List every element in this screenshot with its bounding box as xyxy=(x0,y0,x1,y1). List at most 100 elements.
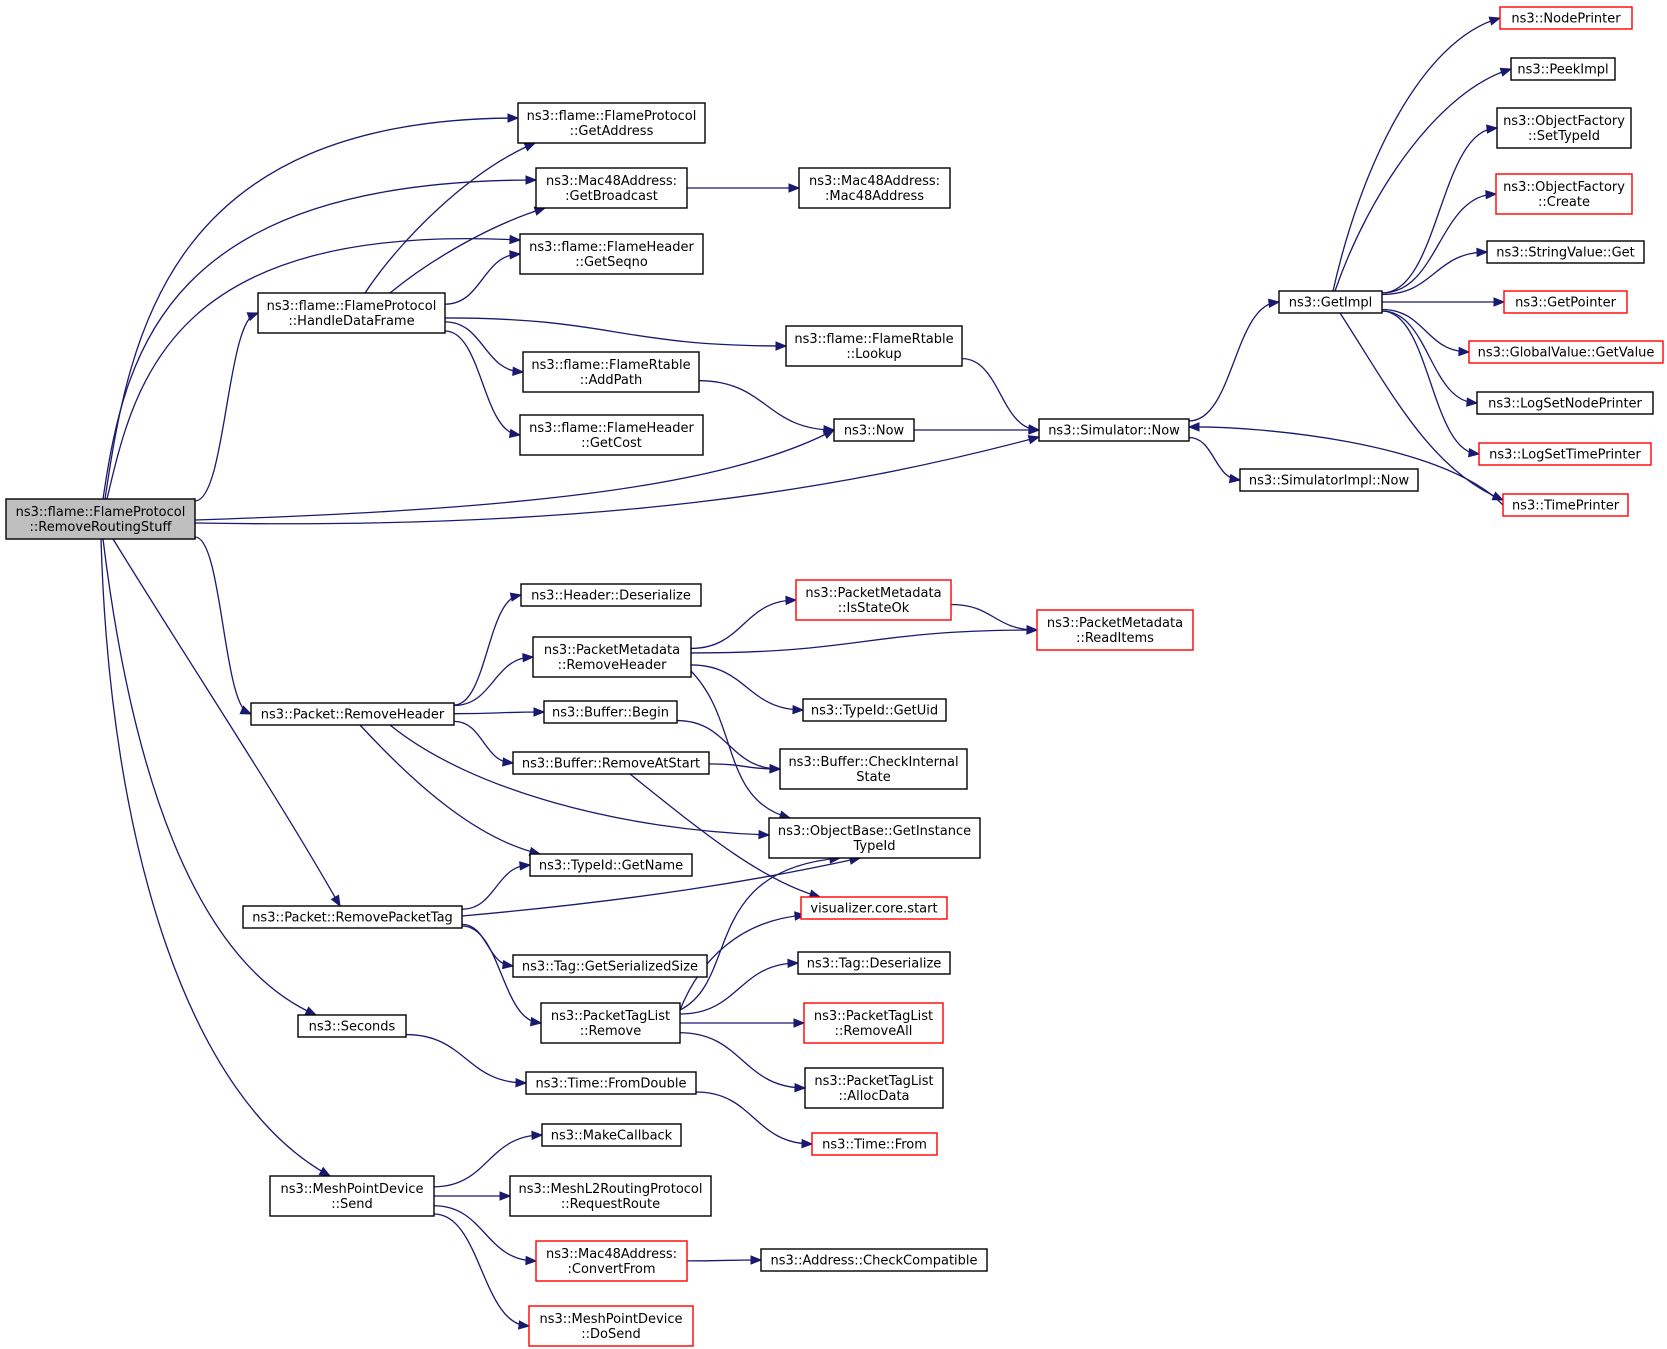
node-label-line: ns3::Buffer::CheckInternal xyxy=(788,755,958,770)
edge-line xyxy=(708,763,781,770)
edge-line xyxy=(1334,68,1512,292)
node-getpointer[interactable]: ns3::GetPointer xyxy=(1503,290,1628,314)
node-box xyxy=(541,1123,682,1147)
node-packetremoveheader[interactable]: ns3::Packet::RemoveHeader xyxy=(250,702,455,726)
node-label-line: ::Remove xyxy=(580,1024,642,1039)
edge-line xyxy=(194,429,835,521)
node-getserializedsize[interactable]: ns3::Tag::GetSerializedSize xyxy=(512,954,708,978)
node-mac48address[interactable]: ns3::Mac48Address::Mac48Address xyxy=(798,167,951,209)
node-label-line: ns3::MeshL2RoutingProtocol xyxy=(518,1182,702,1197)
node-readitems[interactable]: ns3::PacketMetadata::ReadItems xyxy=(1036,609,1194,651)
edge-lookup-to-simnow xyxy=(961,357,1041,434)
node-label-line: ns3::ObjectFactory xyxy=(1503,114,1625,129)
node-getseqno[interactable]: ns3::flame::FlameHeader::GetSeqno xyxy=(519,233,704,275)
node-timefrom[interactable]: ns3::Time::From xyxy=(811,1132,938,1156)
node-settypeid[interactable]: ns3::ObjectFactory::SetTypeId xyxy=(1496,107,1632,149)
edge-line xyxy=(1381,310,1478,404)
node-label-line: ns3::Packet::RemovePacketTag xyxy=(252,911,453,926)
edge-arrowhead xyxy=(1458,346,1471,357)
edge-line xyxy=(1332,17,1501,292)
node-pmremoveheader[interactable]: ns3::PacketMetadata::RemoveHeader xyxy=(532,636,692,678)
node-convertfrom[interactable]: ns3::Mac48Address::ConvertFrom xyxy=(535,1240,688,1282)
edge-arrowhead xyxy=(531,1130,544,1141)
node-box xyxy=(529,853,693,877)
node-timeprinter[interactable]: ns3::TimePrinter xyxy=(1502,493,1629,517)
node-simimplnow[interactable]: ns3::SimulatorImpl::Now xyxy=(1239,468,1419,492)
edge-arrowhead xyxy=(1267,298,1281,308)
node-logsetnodeprinter[interactable]: ns3::LogSetNodePrinter xyxy=(1476,391,1654,415)
node-label-line: ns3::TimePrinter xyxy=(1512,499,1620,514)
node-headerdeserialize[interactable]: ns3::Header::Deserialize xyxy=(520,583,702,607)
node-makecallback[interactable]: ns3::MakeCallback xyxy=(541,1123,682,1147)
node-visualizer[interactable]: visualizer.core.start xyxy=(800,896,948,920)
node-box xyxy=(1478,442,1652,466)
edge-arrowhead xyxy=(508,428,522,439)
node-seconds[interactable]: ns3::Seconds xyxy=(297,1014,407,1038)
node-tagdeserialize[interactable]: ns3::Tag::Deserialize xyxy=(797,951,951,975)
node-label-line: ns3::PacketTagList xyxy=(814,1009,933,1024)
node-label-line: ns3::MeshPointDevice xyxy=(280,1182,423,1197)
node-mpdsend[interactable]: ns3::MeshPointDevice::Send xyxy=(269,1175,435,1217)
node-lookup[interactable]: ns3::flame::FlameRtable::Lookup xyxy=(785,325,963,367)
node-isstateok[interactable]: ns3::PacketMetadata::IsStateOk xyxy=(795,579,952,621)
edge-line xyxy=(690,599,797,650)
edge-arrowhead xyxy=(509,592,523,602)
edge-handledataframe-to-getcost xyxy=(444,330,522,439)
node-removeall[interactable]: ns3::PacketTagList::RemoveAll xyxy=(803,1002,944,1044)
node-getbroadcast[interactable]: ns3::Mac48Address::GetBroadcast xyxy=(535,167,688,209)
node-box xyxy=(1239,468,1419,492)
node-fromdouble[interactable]: ns3::Time::FromDouble xyxy=(525,1071,697,1095)
edge-line xyxy=(389,207,546,294)
node-getimpl[interactable]: ns3::GetImpl xyxy=(1278,290,1383,314)
node-removeroutingstuff[interactable]: ns3::flame::FlameProtocol::RemoveRouting… xyxy=(5,498,196,540)
edge-line xyxy=(1381,127,1498,294)
edge-arrowhead xyxy=(246,312,260,322)
edge-arrowhead xyxy=(522,652,535,663)
node-peekimpl[interactable]: ns3::PeekImpl xyxy=(1510,57,1616,81)
node-label-line: ::ReadItems xyxy=(1076,631,1154,646)
node-create[interactable]: ns3::ObjectFactory::Create xyxy=(1495,173,1633,215)
node-checkcompatible[interactable]: ns3::Address::CheckCompatible xyxy=(760,1248,988,1272)
node-ptlremove[interactable]: ns3::PacketTagList::Remove xyxy=(540,1002,681,1044)
node-removepackettag[interactable]: ns3::Packet::RemovePacketTag xyxy=(242,905,463,929)
edge-arrowhead xyxy=(1187,422,1200,432)
edge-arrowhead xyxy=(525,175,538,185)
node-now[interactable]: ns3::Now xyxy=(833,418,915,442)
node-logsettimeprinter[interactable]: ns3::LogSetTimePrinter xyxy=(1478,442,1652,466)
edge-line xyxy=(679,914,806,1011)
edge-arrowhead xyxy=(823,425,836,435)
edge-line xyxy=(690,629,1038,654)
node-label-line: ns3::PacketMetadata xyxy=(805,586,941,601)
node-addpath[interactable]: ns3::flame::FlameRtable::AddPath xyxy=(522,351,700,393)
node-getuid[interactable]: ns3::TypeId::GetUid xyxy=(802,698,947,722)
node-handledataframe[interactable]: ns3::flame::FlameProtocol::HandleDataFra… xyxy=(257,292,446,334)
node-removeatstart[interactable]: ns3::Buffer::RemoveAtStart xyxy=(512,751,710,775)
node-requestroute[interactable]: ns3::MeshL2RoutingProtocol::RequestRoute xyxy=(509,1175,712,1217)
edge-arrowhead xyxy=(499,1191,512,1201)
edge-arrowhead xyxy=(792,704,805,715)
node-stringvalueget[interactable]: ns3::StringValue::Get xyxy=(1486,240,1645,264)
node-nodeprinter[interactable]: ns3::NodePrinter xyxy=(1499,6,1633,30)
node-box xyxy=(1476,391,1654,415)
node-dosend[interactable]: ns3::MeshPointDevice::DoSend xyxy=(528,1305,694,1347)
node-simnow[interactable]: ns3::Simulator::Now xyxy=(1038,418,1190,442)
edge-line xyxy=(112,538,341,907)
edge-getimpl-to-nodeprinter xyxy=(1332,16,1502,292)
edge-line xyxy=(1381,193,1497,294)
edge-getimpl-to-create xyxy=(1381,189,1498,294)
node-box xyxy=(535,167,688,209)
node-box xyxy=(257,292,446,334)
node-label-line: ::HandleDataFrame xyxy=(288,314,414,329)
edge-line xyxy=(1381,308,1470,353)
node-bufferbegin[interactable]: ns3::Buffer::Begin xyxy=(543,700,678,724)
edge-ptlremove-to-removeall xyxy=(679,1018,806,1028)
node-getname[interactable]: ns3::TypeId::GetName xyxy=(529,853,693,877)
node-box xyxy=(509,1175,712,1217)
node-allocdata[interactable]: ns3::PacketTagList::AllocData xyxy=(804,1067,944,1109)
edge-arrowhead xyxy=(533,707,546,717)
node-getcost[interactable]: ns3::flame::FlameHeader::GetCost xyxy=(519,414,704,456)
node-getaddress[interactable]: ns3::flame::FlameProtocol::GetAddress xyxy=(517,102,706,144)
node-globalvalue[interactable]: ns3::GlobalValue::GetValue xyxy=(1468,340,1664,364)
